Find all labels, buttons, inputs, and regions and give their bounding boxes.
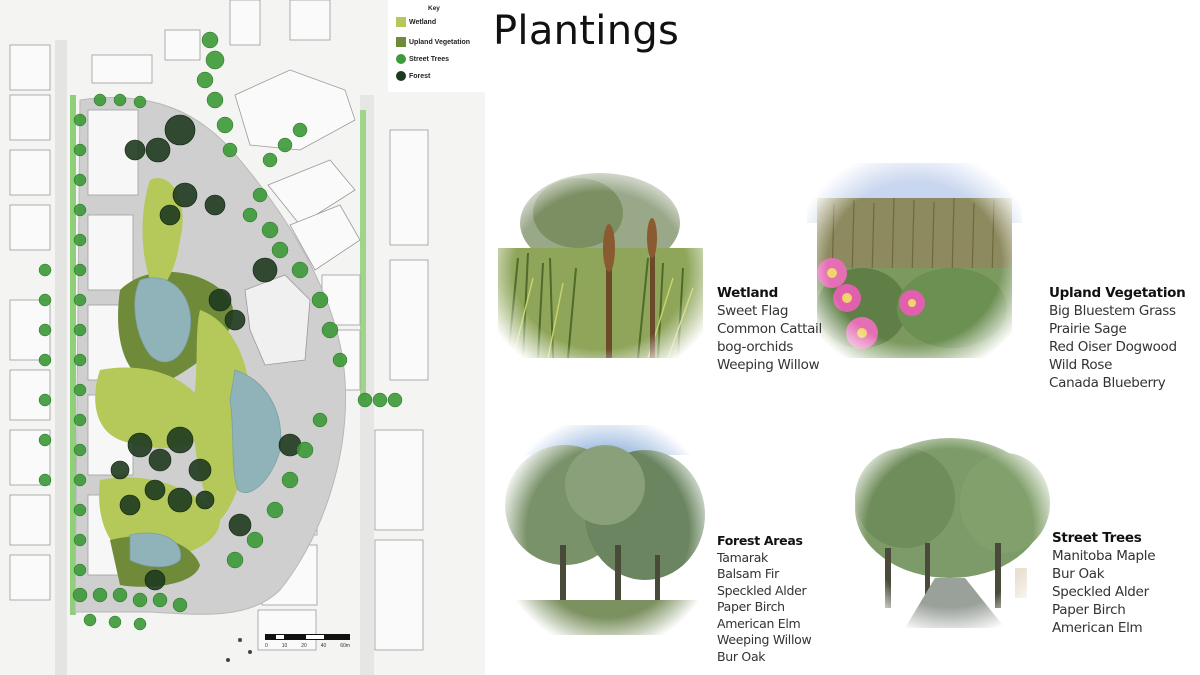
wetland-block: Wetland Sweet Flag Common Cattail bog-or… — [717, 284, 822, 374]
species-item: Speckled Alder — [717, 582, 807, 598]
legend-title: Key — [428, 5, 440, 12]
wetland-illustration — [488, 168, 713, 373]
legend-item-upland: Upland Vegetation — [396, 36, 470, 48]
forest-illustration — [505, 425, 710, 640]
species-item: Wild Rose — [1049, 357, 1113, 373]
species-item: American Elm — [717, 615, 801, 631]
legend-swatch-forest — [396, 71, 406, 81]
species-item: Red Oiser Dogwood — [1049, 339, 1177, 355]
species-item: Canada Blueberry — [1049, 375, 1166, 391]
category-title: Forest Areas — [717, 533, 803, 548]
legend-item-street-trees: Street Trees — [396, 53, 449, 65]
species-item: Bur Oak — [1052, 566, 1105, 582]
scale-label: 60m — [340, 643, 350, 649]
category-title: Street Trees — [1052, 530, 1142, 546]
page-title: Plantings — [493, 8, 680, 54]
species-item: American Elm — [1052, 620, 1143, 636]
species-item: Weeping Willow — [717, 357, 820, 373]
species-item: Balsam Fir — [717, 566, 779, 581]
category-title: Upland Vegetation — [1049, 285, 1186, 301]
species-item: bog-orchids — [717, 339, 794, 355]
site-plan: Key Wetland Upland Vegetation Street Tre… — [0, 0, 485, 675]
scale-label: 20 — [301, 643, 307, 649]
species-item: Bur Oak — [717, 648, 766, 664]
forest-block: Forest Areas Tamarak Balsam Fir Speckled… — [717, 533, 812, 665]
upland-block: Upland Vegetation Big Bluestem Grass Pra… — [1049, 284, 1186, 392]
species-item: Manitoba Maple — [1052, 548, 1156, 564]
species-item: Speckled Alder — [1052, 584, 1149, 600]
species-item: Big Bluestem Grass — [1049, 303, 1176, 319]
site-plan-drawing — [0, 0, 485, 675]
street-trees-block: Street Trees Manitoba Maple Bur Oak Spec… — [1052, 529, 1156, 637]
scale-bar: 0 10 20 40 60m — [265, 634, 350, 658]
species-item: Weeping Willow — [717, 632, 812, 647]
legend-item-wetland: Wetland — [396, 16, 436, 28]
species-item: Paper Birch — [1052, 602, 1126, 618]
legend-item-forest: Forest — [396, 70, 430, 82]
legend-swatch-upland — [396, 37, 406, 47]
scale-label: 40 — [320, 643, 327, 649]
street-trees-illustration — [845, 428, 1055, 628]
species-item: Common Cattail — [717, 321, 822, 337]
species-item: Prairie Sage — [1049, 321, 1127, 337]
legend-swatch-street-trees — [396, 54, 406, 64]
legend-label: Forest — [409, 72, 431, 80]
legend-label: Street Trees — [409, 55, 450, 63]
category-title: Wetland — [717, 285, 778, 301]
legend-swatch-wetland — [396, 17, 406, 27]
legend-label: Upland Vegetation — [409, 38, 471, 46]
species-item: Tamarak — [717, 549, 769, 565]
species-item: Sweet Flag — [717, 303, 789, 319]
scale-label: 10 — [281, 643, 288, 649]
upland-illustration — [802, 158, 1027, 368]
scale-label: 0 — [265, 643, 268, 649]
species-item: Paper Birch — [717, 599, 785, 614]
legend-label: Wetland — [409, 18, 437, 26]
legend: Key Wetland Upland Vegetation Street Tre… — [388, 0, 485, 92]
